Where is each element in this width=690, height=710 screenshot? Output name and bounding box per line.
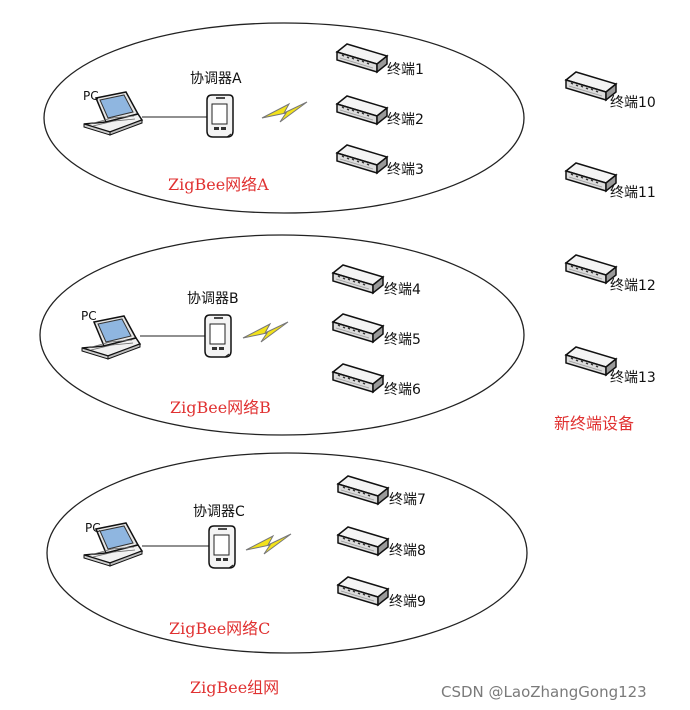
diagram-caption: ZigBee组网 — [190, 678, 279, 697]
pc-label: PC — [83, 89, 99, 103]
coordinator-label: 协调器B — [187, 291, 239, 307]
terminal-device-icon — [333, 314, 383, 342]
network-name: ZigBee网络A — [168, 175, 269, 194]
terminal-label: 终端13 — [610, 370, 656, 386]
terminal-device-icon — [566, 72, 616, 100]
terminal-label: 终端2 — [387, 112, 424, 128]
terminal-label: 终端9 — [389, 594, 426, 610]
network-name: ZigBee网络C — [169, 619, 270, 638]
new-devices-caption: 新终端设备 — [554, 414, 634, 433]
terminal-label: 终端10 — [610, 95, 656, 111]
terminal-label: 终端8 — [389, 543, 426, 559]
lightning-bolt-icon — [243, 322, 288, 342]
terminal-device-icon — [338, 476, 388, 504]
terminal-label: 终端4 — [384, 282, 421, 298]
handheld-device-icon — [205, 315, 231, 357]
terminal-label: 终端5 — [384, 332, 421, 348]
terminal-label: 终端11 — [610, 185, 656, 201]
terminal-device-icon — [333, 364, 383, 392]
network-b-group: PC 协调器B 终端4 终端5 终端6 ZigBee网络B — [40, 235, 524, 435]
lightning-bolt-icon — [246, 534, 291, 554]
coordinator-label: 协调器C — [193, 504, 245, 520]
terminal-label: 终端7 — [389, 492, 426, 508]
network-name: ZigBee网络B — [170, 398, 271, 417]
new-devices-group: 终端10 终端11 终端12 终端13 新终端设备 — [554, 72, 656, 433]
terminal-device-icon — [338, 577, 388, 605]
network-c-group: PC 协调器C 终端7 终端8 终端9 ZigBee网络C — [47, 453, 527, 653]
network-a-group: PC 协调器A 终端1 终端2 终端3 ZigBee网络A — [44, 23, 524, 213]
pc-label: PC — [85, 521, 101, 535]
terminal-device-icon — [337, 96, 387, 124]
terminal-label: 终端12 — [610, 278, 656, 294]
terminal-label: 终端1 — [387, 62, 424, 78]
terminal-device-icon — [337, 145, 387, 173]
terminal-device-icon — [566, 163, 616, 191]
handheld-device-icon — [209, 526, 235, 568]
lightning-bolt-icon — [262, 102, 307, 122]
watermark: CSDN @LaoZhangGong123 — [441, 683, 647, 701]
terminal-device-icon — [337, 44, 387, 72]
terminal-label: 终端6 — [384, 382, 421, 398]
pc-label: PC — [81, 309, 97, 323]
terminal-device-icon — [338, 527, 388, 555]
terminal-device-icon — [566, 347, 616, 375]
handheld-device-icon — [207, 95, 233, 137]
terminal-label: 终端3 — [387, 162, 424, 178]
terminal-device-icon — [333, 265, 383, 293]
coordinator-label: 协调器A — [190, 71, 242, 87]
terminal-device-icon — [566, 255, 616, 283]
